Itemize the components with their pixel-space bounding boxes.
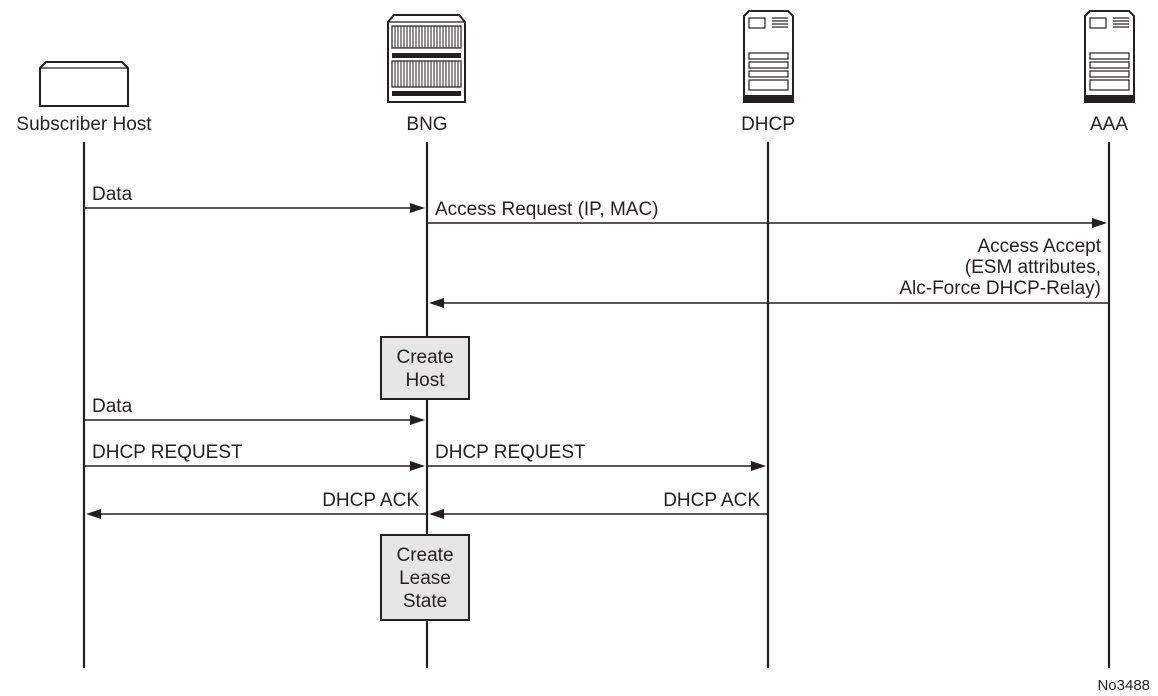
router-icon [387,14,466,103]
participant-label-subscriber: Subscriber Host [16,114,152,135]
message-label: (ESM attributes, [965,257,1101,278]
message-label: Data [92,396,133,417]
message-dhcp-ack-2: DHCP ACK [429,490,768,519]
action-text: Lease [399,568,451,589]
message-label: Access Request (IP, MAC) [435,199,659,220]
server-icon [743,10,794,103]
action-text: Create [396,347,453,368]
action-create-lease-state: Create Lease State [380,534,470,621]
figure-id: No3488 [1097,677,1150,694]
participant-label-bng: BNG [406,114,447,135]
message-label: DHCP REQUEST [435,442,586,463]
server-icon [1084,10,1135,103]
participant-label-aaa: AAA [1090,114,1128,135]
message-access-accept: Access Accept (ESM attributes, Alc-Force… [429,236,1109,308]
message-dhcp-request-1: DHCP REQUEST [84,442,425,471]
action-create-host: Create Host [380,336,470,400]
message-data-2: Data [84,396,425,425]
host-icon [39,61,129,107]
message-label: DHCP REQUEST [92,442,243,463]
action-text: Create [396,545,453,566]
message-label: DHCP ACK [322,490,419,511]
message-label: Access Accept [977,236,1101,257]
action-text: State [403,591,447,612]
message-label: Alc-Force DHCP-Relay) [899,278,1101,299]
participant-label-dhcp: DHCP [741,114,795,135]
message-label: Data [92,184,133,205]
message-data-1: Data [84,184,425,213]
message-dhcp-ack-1: DHCP ACK [86,490,427,519]
action-text: Host [405,370,445,391]
message-dhcp-request-2: DHCP REQUEST [427,442,766,471]
message-access-request: Access Request (IP, MAC) [427,199,1107,228]
message-label: DHCP ACK [663,490,760,511]
